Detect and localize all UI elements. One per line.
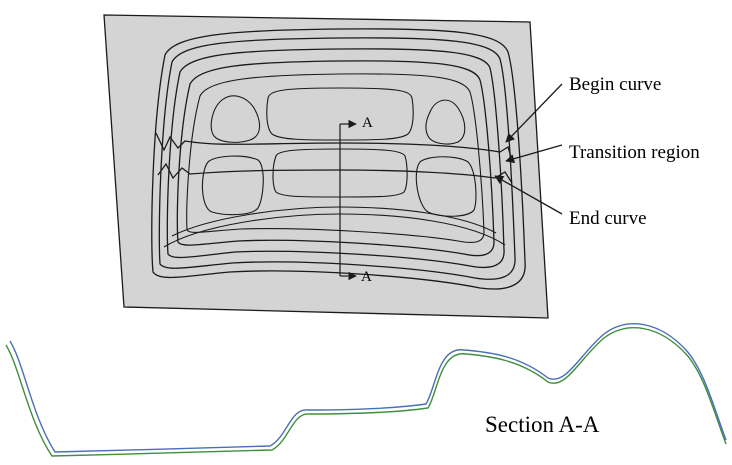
transition-region-leader xyxy=(505,144,563,164)
section-cut-line: A A xyxy=(339,115,373,285)
lid-contours xyxy=(151,28,526,290)
sheet-panel xyxy=(103,14,549,319)
transition-region-label: Transition region xyxy=(569,142,700,163)
section-profile xyxy=(5,323,727,457)
section-title: Section A-A xyxy=(485,412,600,437)
callout-leaders xyxy=(494,83,563,215)
end-curve-label: End curve xyxy=(569,208,647,229)
section-profile-green xyxy=(5,327,727,457)
begin-curve-label: Begin curve xyxy=(569,74,661,95)
section-profile-blue xyxy=(9,323,727,453)
section-marker-top: A xyxy=(362,115,373,131)
section-marker-bottom: A xyxy=(361,269,372,285)
end-curve-leader xyxy=(494,175,563,215)
begin-curve-leader xyxy=(505,83,563,143)
